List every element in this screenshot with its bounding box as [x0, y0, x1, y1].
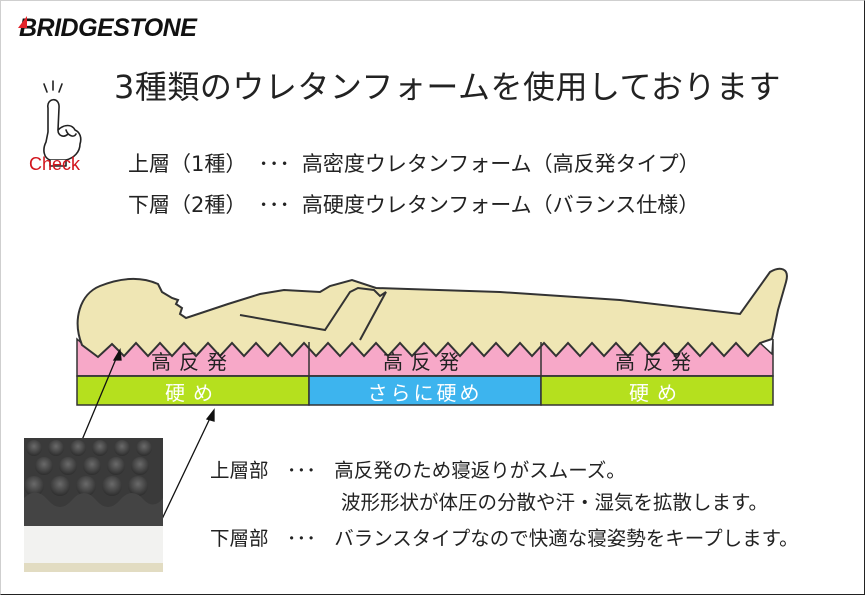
- logo-text: BRIDGESTONE: [19, 13, 197, 42]
- bridgestone-logo: BRIDGESTONE: [16, 13, 197, 42]
- segment-3-bottom-label: 硬め: [629, 381, 685, 405]
- desc-lower: 下層部 ･･･ バランスタイプなので快適な寝姿勢をキープします。: [210, 522, 799, 551]
- desc-upper-line-2: 波形形状が体圧の分散や汗・湿気を拡散します。: [341, 491, 769, 514]
- spec-layer-label: 下層（2種）: [128, 193, 247, 217]
- desc-line: 高反発のため寝返りがスムーズ。: [334, 459, 626, 482]
- bottom-layer-left: [76, 375, 310, 406]
- spec-description: 高硬度ウレタンフォーム（バランス仕様）: [301, 193, 700, 217]
- desc-line: バランスタイプなので快適な寝姿勢をキープします。: [334, 527, 799, 550]
- desc-dots: ･･･: [286, 527, 316, 550]
- desc-dots: ･･･: [286, 459, 316, 482]
- segment-2-top-label: 高反発: [383, 350, 467, 374]
- spec-layer-label: 上層（1種）: [128, 152, 247, 176]
- foam-layers-photo: [24, 438, 163, 572]
- desc-upper: 上層部 ･･･ 高反発のため寝返りがスムーズ。: [210, 454, 626, 483]
- spec-dots: ･･･: [258, 152, 290, 176]
- check-label: Check: [29, 154, 81, 174]
- bottom-layer-center: [308, 375, 542, 406]
- spec-description: 高密度ウレタンフォーム（高反発タイプ）: [301, 152, 700, 176]
- spec-dots: ･･･: [258, 193, 290, 217]
- page-title: 3種類のウレタンフォームを使用しております: [114, 68, 782, 106]
- pointing-finger-icon: [43, 80, 82, 167]
- segment-2-bottom-label: さらに硬め: [367, 381, 483, 405]
- segment-1-bottom-label: 硬め: [165, 381, 221, 405]
- desc-label: 下層部: [210, 527, 269, 550]
- desc-label: 上層部: [210, 459, 269, 482]
- bottom-layer-right: [540, 375, 774, 406]
- spec-upper-layer: 上層（1種） ･･･ 高密度ウレタンフォーム（高反発タイプ）: [128, 148, 700, 178]
- segment-1-top-label: 高反発: [151, 350, 235, 374]
- spec-lower-layer: 下層（2種） ･･･ 高硬度ウレタンフォーム（バランス仕様）: [128, 189, 699, 219]
- body-silhouette: [76, 267, 788, 359]
- segment-3-top-label: 高反発: [615, 350, 699, 374]
- logo-mark-icon: [18, 16, 27, 28]
